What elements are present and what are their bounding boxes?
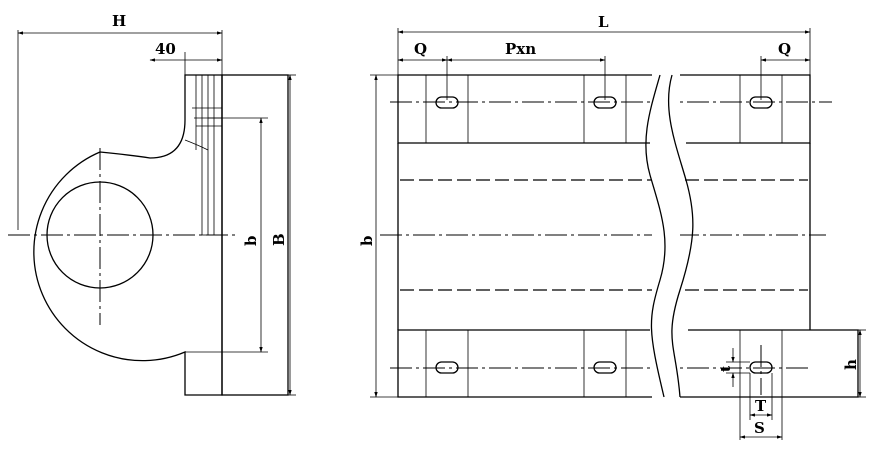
dimension-H: H: [17, 12, 223, 230]
label-S: S: [754, 419, 765, 437]
label-Pxn: Pxn: [505, 40, 536, 58]
front-view: L Q Pxn Q b h: [358, 13, 866, 440]
top-flange: [397, 74, 859, 398]
label-B: B: [270, 233, 288, 246]
label-L: L: [598, 13, 609, 31]
dimension-t: t: [719, 348, 750, 387]
label-H: H: [112, 12, 126, 30]
label-h: h: [842, 359, 860, 370]
dimension-40: 40: [149, 40, 223, 75]
label-b-front: b: [358, 236, 376, 247]
label-40: 40: [155, 40, 176, 58]
bolt-pads: [425, 75, 783, 440]
side-view-outline: [33, 74, 223, 396]
dimension-B: B: [270, 74, 296, 396]
dimension-b-front: b: [358, 74, 398, 398]
dimension-S: S: [739, 419, 783, 439]
side-view: H 40 b B: [8, 12, 296, 396]
label-t: t: [719, 366, 734, 372]
label-T: T: [755, 397, 767, 415]
break-lines: [645, 70, 694, 402]
label-b-side: b: [242, 236, 260, 247]
dimension-L: L: [397, 13, 811, 75]
dimension-h: h: [842, 329, 866, 398]
dimension-T: T: [749, 373, 773, 420]
rib-lines: [184, 75, 222, 236]
dimension-b-side: b: [185, 117, 268, 353]
dimension-Q-Pxn: Q Pxn Q: [397, 40, 811, 100]
label-Q-left: Q: [414, 40, 427, 58]
label-Q-right: Q: [778, 40, 791, 58]
